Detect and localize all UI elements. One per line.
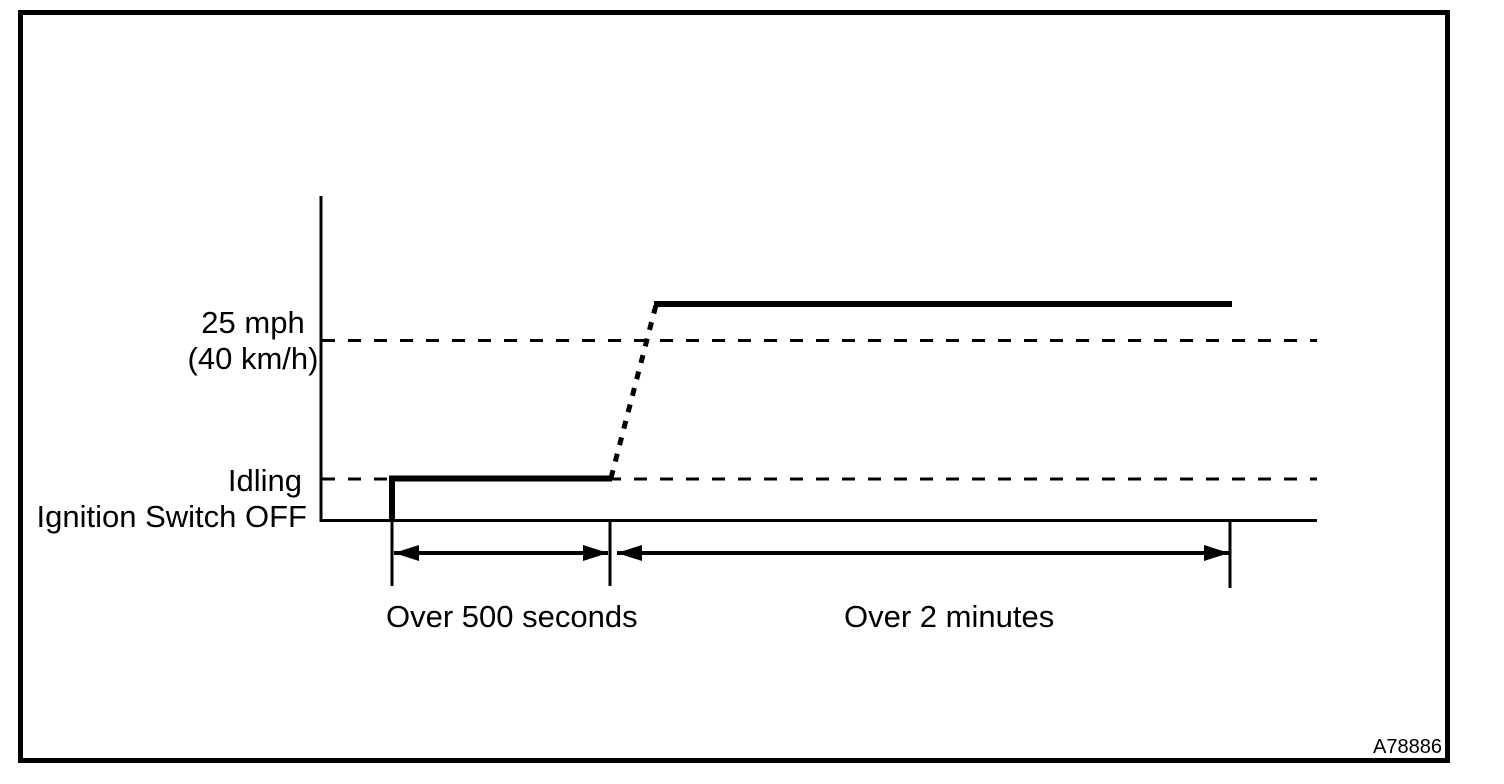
speed-axis-label: 25 mph (40 km/h) bbox=[123, 305, 383, 377]
interval-label-drive: Over 2 minutes bbox=[844, 599, 1055, 634]
idling-phase-line bbox=[389, 475, 612, 521]
ignition-off-axis-label: Ignition Switch OFF bbox=[36, 499, 307, 534]
figure-code: A78886 bbox=[1373, 736, 1442, 758]
speed-mph-label: 25 mph bbox=[201, 305, 305, 340]
interval-label-idle: Over 500 seconds bbox=[386, 599, 638, 634]
speed-kmh-label: (40 km/h) bbox=[187, 341, 319, 376]
idling-axis-label: Idling bbox=[227, 463, 302, 498]
acceleration-dotted-line bbox=[608, 304, 659, 479]
figure-border bbox=[18, 10, 1450, 763]
